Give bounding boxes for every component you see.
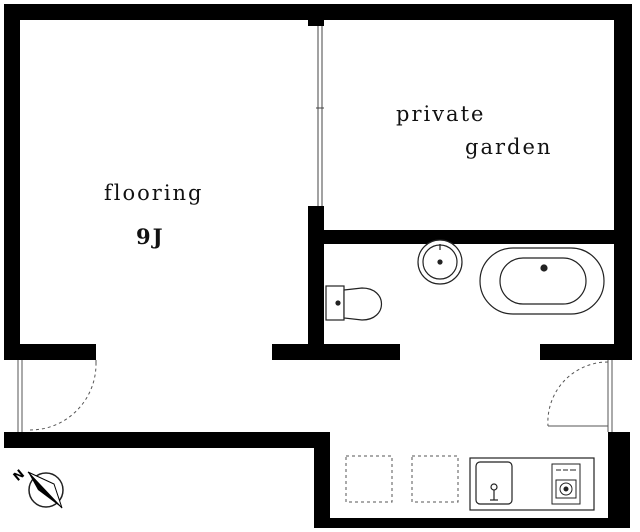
washer-space-icon bbox=[345, 455, 393, 503]
compass-letter: N bbox=[10, 467, 27, 484]
compass-icon bbox=[27, 471, 64, 509]
sink-icon bbox=[417, 239, 463, 285]
main-room-label: flooring bbox=[104, 181, 204, 205]
kitchen-door[interactable] bbox=[547, 360, 613, 432]
garden-label-line1: private bbox=[396, 102, 486, 126]
garden-label-line2: garden bbox=[465, 135, 553, 159]
main-room-size: 9J bbox=[136, 224, 165, 249]
toilet-icon bbox=[325, 285, 383, 321]
entry-door[interactable] bbox=[17, 360, 97, 432]
kitchen-sink-icon bbox=[475, 461, 513, 505]
walls bbox=[4, 4, 632, 528]
stove-icon bbox=[551, 463, 581, 505]
sliding-window bbox=[316, 26, 324, 206]
bathtub-icon bbox=[479, 247, 605, 315]
fridge-space-icon bbox=[411, 455, 459, 503]
appliance-spaces bbox=[345, 455, 459, 503]
